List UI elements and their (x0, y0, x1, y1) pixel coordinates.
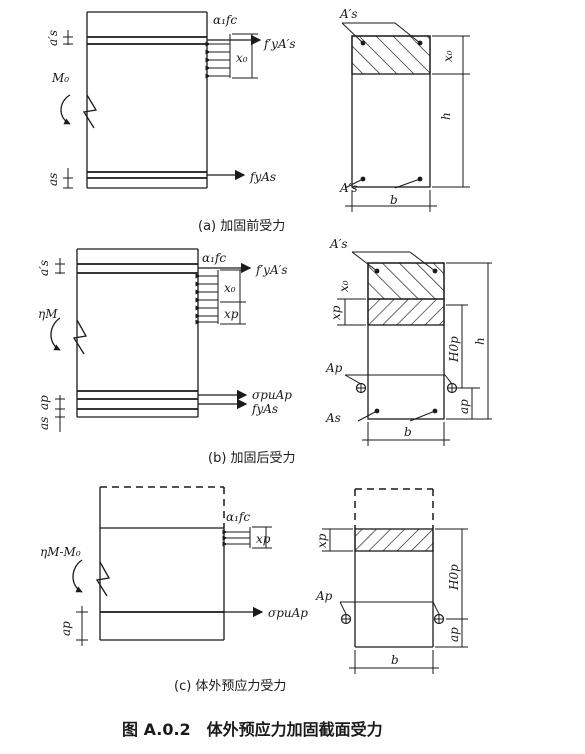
panel-b-cover-p-label: ap (37, 395, 51, 410)
panel-c-caption: (c) 体外预应力受力 (174, 678, 286, 694)
panel-a-cross-section (341, 22, 470, 212)
panel-b-cover-top-label: a′s (37, 260, 51, 276)
panel-a-caption: (a) 加固前受力 (198, 218, 285, 234)
panel-b-cover-p-section-label: ap (457, 399, 471, 414)
figure-title: 图 A.0.2 体外预应力加固截面受力 (122, 720, 383, 739)
panel-b-section-depth0-label: x₀ (337, 280, 351, 292)
panel-c-width-label: b (391, 653, 399, 667)
panel-a-stress-label: α₁fc (213, 13, 237, 27)
panel-a-stress-arrows (205, 33, 258, 79)
panel-b-section-depthp-label: xp (329, 305, 343, 320)
panel-c-moment-label: ηM-M₀ (40, 545, 81, 559)
panel-a-section-depth-label: x₀ (441, 50, 455, 62)
panel-a-bottom-force-label: fyAs (249, 170, 276, 184)
panel-a-bottom-steel-label: A′s (339, 181, 358, 195)
panel-b-caption: (b) 加固后受力 (208, 451, 296, 466)
panel-b-depth0-label: x₀ (224, 281, 236, 295)
panel-a-height-label: h (439, 112, 453, 120)
panel-a-moment-label: M₀ (51, 71, 69, 85)
panel-c-section-depthp-label: xp (315, 533, 329, 548)
panel-a-top-steel-label: A′s (339, 7, 358, 21)
panel-b-bottom-force-label: fyAs (251, 402, 278, 416)
panel-c-prestress-force-label: σpuAp (268, 606, 308, 620)
panel-a-cover-bottom-label: as (46, 173, 60, 186)
panel-a: a′s as M₀ α₁fc x₀ f′yA′s fyAs (46, 7, 470, 234)
panel-b-prestress-steel-label: Ap (325, 361, 343, 375)
panel-c: ap ηM-M₀ α₁fc xp σpuAp (40, 486, 468, 694)
panel-c-stress-arrows (222, 526, 272, 549)
panel-b-stress-label: α₁fc (202, 251, 226, 265)
panel-c-cover-p-label: ap (59, 621, 73, 636)
panel-b-prestress-force-label: σpuAp (252, 388, 292, 402)
panel-b-bottom-steel-label: As (325, 411, 341, 425)
panel-b-cover-s-label: as (37, 417, 51, 430)
panel-b: a′s ap as ηM α₁fc x₀ xp f′yA′s σpuAp fyA… (37, 237, 492, 466)
panel-c-eff-height-label: H0p (447, 564, 461, 591)
panel-a-top-force-label: f′yA′s (263, 37, 296, 51)
panel-b-depthp-label: xp (224, 307, 239, 321)
panel-b-eff-height-label: H0p (447, 336, 461, 363)
panel-c-cover-p-section-label: ap (447, 627, 461, 642)
panel-b-top-force-label: f′yA′s (255, 263, 288, 277)
panel-c-stress-label: α₁fc (226, 510, 250, 524)
panel-b-moment-label: ηM (38, 307, 58, 321)
panel-a-depth-label: x₀ (236, 51, 248, 65)
panel-b-width-label: b (404, 425, 412, 439)
panel-b-stress-arrows (195, 269, 246, 325)
panel-c-elevation (72, 486, 272, 646)
panel-a-width-label: b (390, 193, 398, 207)
panel-b-height-label: h (473, 337, 487, 345)
panel-a-cover-top-label: a′s (46, 30, 60, 46)
panel-b-top-steel-label: A′s (329, 237, 348, 251)
panel-b-elevation (50, 248, 252, 432)
panel-c-depthp-label: xp (256, 532, 271, 546)
panel-c-prestress-steel-label: Ap (315, 589, 333, 603)
panel-a-elevation (60, 11, 262, 189)
panel-c-cross-section (322, 488, 468, 674)
panel-b-cross-section (337, 251, 492, 446)
